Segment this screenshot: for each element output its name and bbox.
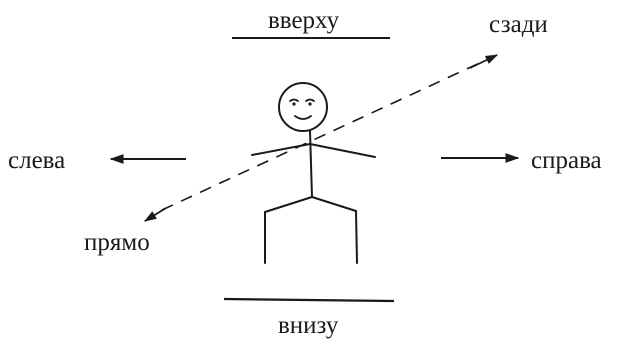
behind-arrow [469, 54, 499, 69]
label-top: вверху [268, 7, 340, 34]
figure-torso [309, 130, 313, 198]
label-right: справа [531, 147, 602, 174]
figure-left-hip [264, 196, 313, 213]
figure-right-eye [305, 98, 315, 102]
front-arrow [143, 207, 167, 222]
figure-right-leg [355, 210, 358, 264]
figure-right-arm [309, 143, 376, 158]
bottom-line [223, 297, 395, 303]
figure-left-arm [251, 143, 311, 156]
figure-right-hip [311, 196, 357, 212]
label-bottom: внизу [278, 312, 339, 339]
figure-mouth [294, 115, 312, 120]
depth-axis-dashed [161, 59, 487, 211]
label-front: прямо [84, 229, 150, 256]
stick-figure [251, 82, 376, 264]
label-left: слева [8, 147, 66, 174]
label-behind: сзади [489, 11, 548, 38]
figure-left-eye [289, 98, 299, 102]
figure-head [278, 82, 328, 132]
